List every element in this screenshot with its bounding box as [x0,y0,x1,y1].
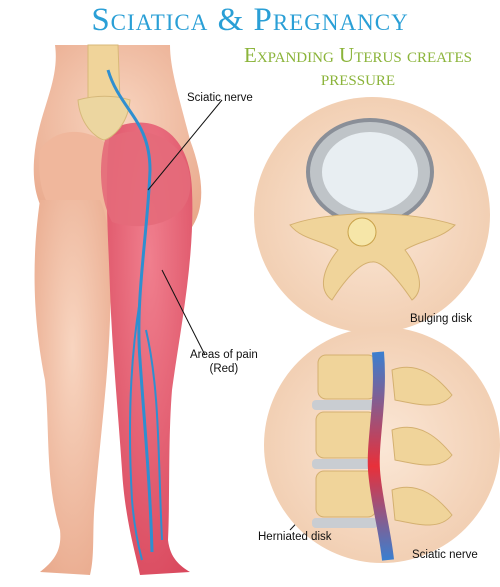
page-subtitle: Expanding Uterus creates pressure [244,43,472,90]
page-title: Sciatica & Pregnancy [91,2,409,38]
vertebra-2 [315,411,377,459]
spinal-nerve-column [367,351,394,561]
vertebra-cross-section [254,97,490,333]
vertebra-3 [315,470,377,518]
left-leg [34,200,111,575]
label-areas-of-pain-text: Areas of pain [190,349,258,361]
right-buttock [100,131,191,227]
disk-2-herniated [312,459,378,469]
sacrum [77,95,131,141]
body-back-view [33,44,202,575]
sciatic-nerve-branch-2 [145,329,163,541]
vertebra-1 [317,354,377,400]
sciatic-nerve-path [106,69,154,553]
vertebra-processes [289,213,456,301]
disk-1 [312,400,378,410]
label-bulging-disk: Bulging disk [410,313,473,325]
leader-sciatic-top [147,99,223,191]
posterior-processes [391,366,453,526]
leader-areas-pain [161,269,206,356]
sciatic-nerve-branch [129,299,143,561]
spinal-cord [347,217,377,247]
spine-side-view [264,327,500,563]
label-sciatic-nerve-top: Sciatic nerve [187,92,253,104]
label-areas-of-pain: Areas of pain (Red) [190,348,258,376]
nucleus [322,132,418,212]
disk-3 [312,518,378,528]
label-areas-of-pain-note: (Red) [209,363,239,375]
label-herniated-disk: Herniated disk [258,531,332,543]
label-sciatic-nerve-bottom: Sciatic nerve [412,549,478,561]
